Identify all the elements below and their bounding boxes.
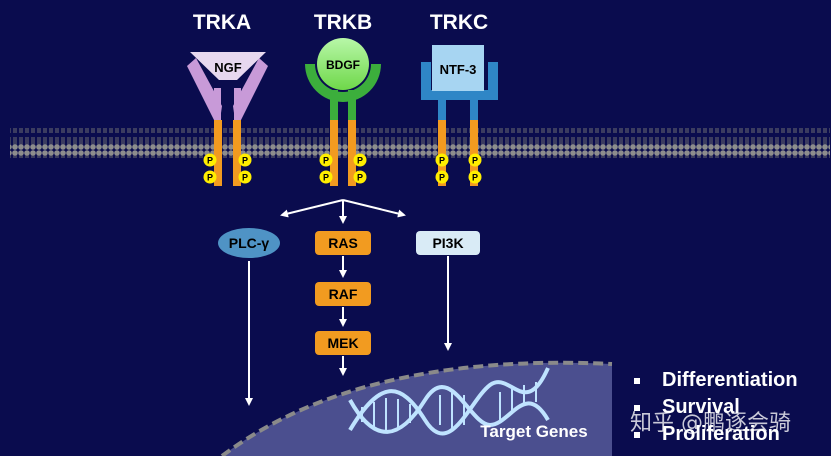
target-genes-label: Target Genes xyxy=(480,422,587,441)
phospho-label: P xyxy=(357,173,363,183)
phospho-site: P xyxy=(203,153,217,167)
outcome-item: Differentiation xyxy=(634,367,798,394)
receptor-title-trkb: TRKB xyxy=(314,11,372,34)
phospho-label: P xyxy=(439,173,445,183)
bullet-icon xyxy=(634,404,640,411)
phospho-site: P xyxy=(353,170,367,184)
phospho-site: P xyxy=(203,170,217,184)
outcome-item: Survival xyxy=(634,394,798,421)
outcome-item: Proliferation xyxy=(634,421,798,448)
mek-node: MEK xyxy=(315,331,371,355)
ligand-ntf3 xyxy=(432,45,484,91)
ligand-label-ntf3: NTF-3 xyxy=(440,62,477,77)
raf-label: RAF xyxy=(329,286,358,302)
pi3k-node: PI3K xyxy=(416,231,480,255)
phospho-site: P xyxy=(353,153,367,167)
receptor-title-trkc: TRKC xyxy=(430,11,488,34)
dna-helix-icon xyxy=(348,367,550,436)
ras-node: RAS xyxy=(315,231,371,255)
receptor-title-trka: TRKA xyxy=(193,11,251,34)
ligand-ngf xyxy=(190,52,266,80)
ligand-label-ngf: NGF xyxy=(214,60,242,75)
outcome-label: Proliferation xyxy=(662,423,780,445)
phospho-label: P xyxy=(207,156,213,166)
ligand-bdgf xyxy=(317,38,369,90)
bullet-icon xyxy=(634,431,640,438)
mek-label: MEK xyxy=(327,335,358,351)
ligand-label-bdgf: BDGF xyxy=(326,58,360,72)
bullet-icon xyxy=(634,377,640,384)
phospho-site: P xyxy=(468,170,482,184)
phospho-site: P xyxy=(238,153,252,167)
phospho-site: P xyxy=(468,153,482,167)
phospho-label: P xyxy=(357,156,363,166)
phospho-label: P xyxy=(242,173,248,183)
pi3k-label: PI3K xyxy=(432,235,463,251)
phospho-label: P xyxy=(207,173,213,183)
plc-gamma-label: PLC-γ xyxy=(229,235,270,251)
phospho-site: P xyxy=(435,170,449,184)
receptor-trka: NGF xyxy=(187,52,268,186)
outcomes-list: Differentiation Survival Proliferation xyxy=(634,367,798,448)
outcome-label: Differentiation xyxy=(662,369,798,391)
phospho-label: P xyxy=(323,173,329,183)
receptor-trkb: BDGF xyxy=(305,38,381,186)
outcome-label: Survival xyxy=(662,396,740,418)
receptor-trkc: NTF-3 xyxy=(421,45,498,186)
ras-label: RAS xyxy=(328,235,358,251)
phospho-label: P xyxy=(323,156,329,166)
pathway-arrows xyxy=(245,256,452,406)
phospho-site: P xyxy=(435,153,449,167)
phospho-label: P xyxy=(439,156,445,166)
phospho-label: P xyxy=(472,156,478,166)
phospho-site: P xyxy=(319,170,333,184)
phospho-label: P xyxy=(472,173,478,183)
watermark: 知乎 @鹏逐会骑 xyxy=(630,411,791,436)
plc-gamma-node: PLC-γ xyxy=(218,228,280,258)
phospho-label: P xyxy=(242,156,248,166)
branch-arrows xyxy=(280,199,406,224)
phospho-site: P xyxy=(238,170,252,184)
phospho-site: P xyxy=(319,153,333,167)
cell-membrane xyxy=(10,128,830,158)
raf-node: RAF xyxy=(315,282,371,306)
